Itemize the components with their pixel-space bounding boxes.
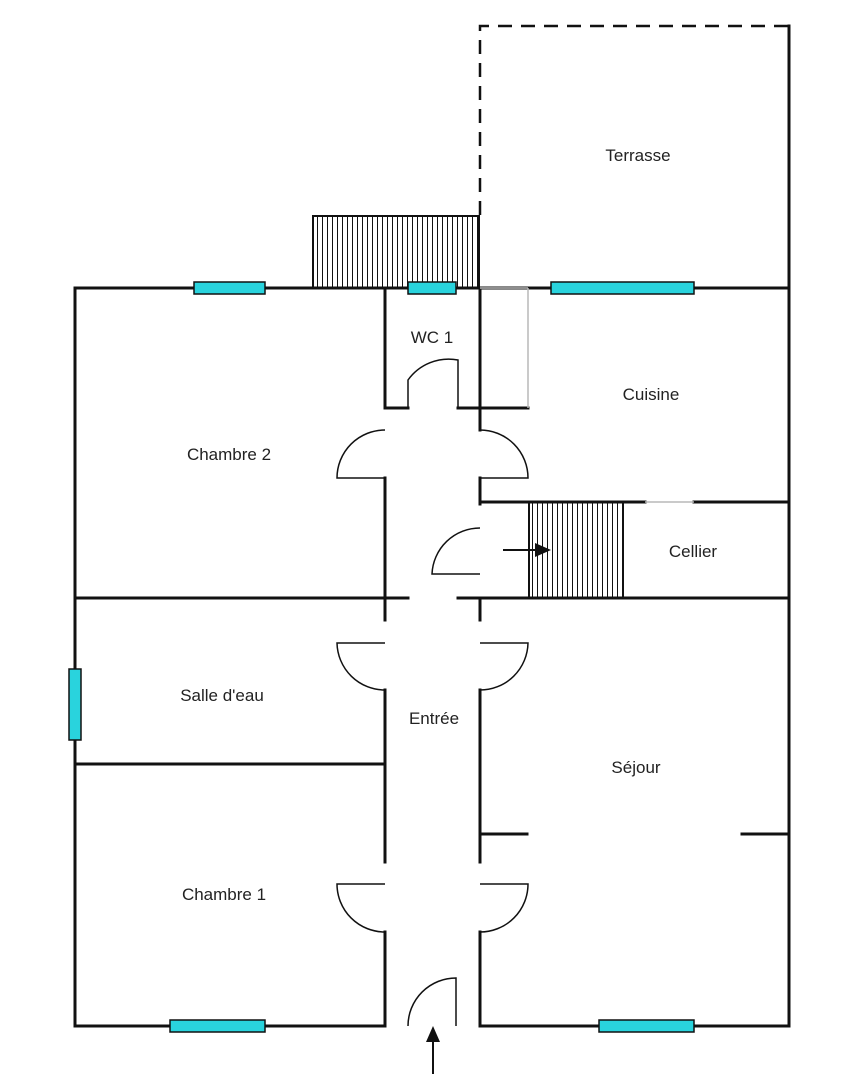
label-terrasse: Terrasse <box>605 146 670 165</box>
window <box>169 1019 266 1033</box>
label-cuisine: Cuisine <box>623 385 680 404</box>
label-sejour: Séjour <box>611 758 660 777</box>
staircase-top <box>312 215 480 289</box>
label-cellier: Cellier <box>669 542 718 561</box>
doors <box>336 358 529 1027</box>
window <box>68 668 82 741</box>
window <box>193 281 266 295</box>
label-wc1: WC 1 <box>411 328 454 347</box>
window <box>550 281 695 295</box>
label-entree: Entrée <box>409 709 459 728</box>
label-chambre2: Chambre 2 <box>187 445 271 464</box>
label-chambre1: Chambre 1 <box>182 885 266 904</box>
window <box>598 1019 695 1033</box>
exterior-walls <box>73 286 791 1028</box>
arrow-icon <box>503 543 551 557</box>
window <box>407 281 457 295</box>
windows <box>68 281 695 1033</box>
interior-walls <box>73 287 791 836</box>
entrance-arrow-icon <box>426 1026 440 1074</box>
label-salle-deau: Salle d'eau <box>180 686 264 705</box>
terrasse-outline <box>478 24 791 290</box>
